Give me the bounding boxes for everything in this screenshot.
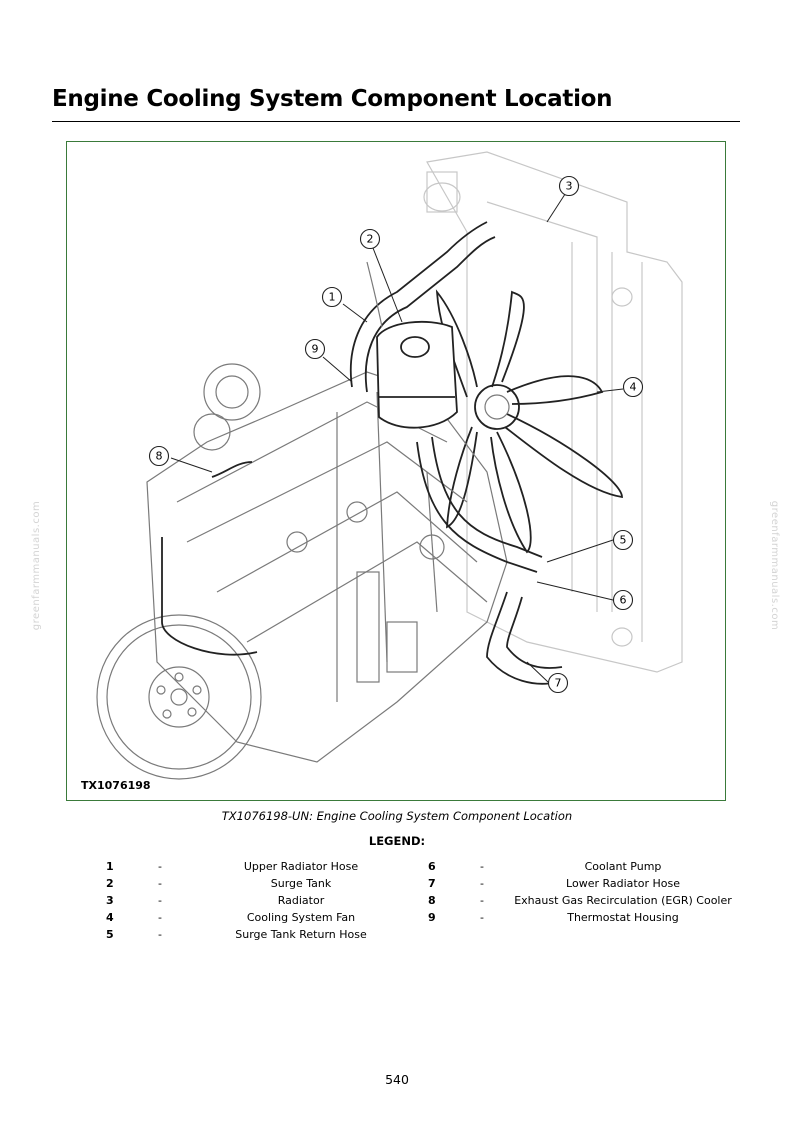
legend-number: 1 <box>106 860 114 873</box>
callout-9: 9 <box>304 338 326 360</box>
legend-dash: - <box>158 894 162 907</box>
legend-dash: - <box>480 911 484 924</box>
svg-text:1: 1 <box>329 291 336 304</box>
legend-dash: - <box>158 860 162 873</box>
engine-block-drawing <box>146 363 508 763</box>
legend-item: 5 - Surge Tank Return Hose <box>106 928 436 945</box>
legend-label: Radiator <box>277 894 325 907</box>
figure-caption: TX1076198-UN: Engine Cooling System Comp… <box>221 809 573 823</box>
legend-label: Coolant Pump <box>584 860 662 873</box>
legend-number: 7 <box>428 877 436 890</box>
legend-item: 4 - Cooling System Fan <box>106 911 436 928</box>
watermark-left: greenfarmmanuals.com <box>31 500 43 631</box>
page-number: 540 <box>385 1072 409 1087</box>
svg-text:9: 9 <box>312 343 319 356</box>
callout-4: 4 <box>622 376 644 398</box>
callout-5: 5 <box>612 529 634 551</box>
svg-text:5: 5 <box>620 534 627 547</box>
legend-title: LEGEND: <box>368 834 426 848</box>
callout-7: 7 <box>547 672 569 694</box>
legend-dash: - <box>480 894 484 907</box>
legend-label: Lower Radiator Hose <box>566 877 680 890</box>
legend-number: 9 <box>428 911 436 924</box>
title-divider <box>52 121 740 122</box>
watermark-right: greenfarmmanuals.com <box>769 500 781 631</box>
svg-text:6: 6 <box>620 594 627 607</box>
legend-item: 9 - Thermostat Housing <box>428 911 758 928</box>
legend-column-right: 6 - Coolant Pump 7 - Lower Radiator Hose… <box>428 860 758 928</box>
svg-text:8: 8 <box>156 450 163 463</box>
legend-label: Surge Tank Return Hose <box>235 928 367 941</box>
legend-number: 4 <box>106 911 114 924</box>
callout-2: 2 <box>359 228 381 250</box>
legend-item: 2 - Surge Tank <box>106 877 436 894</box>
legend-item: 1 - Upper Radiator Hose <box>106 860 436 877</box>
figure-id: TX1076198 <box>81 779 151 792</box>
legend-number: 5 <box>106 928 114 941</box>
callout-leaders <box>170 187 624 683</box>
svg-text:4: 4 <box>630 381 637 394</box>
flywheel-drawing <box>96 614 262 780</box>
callout-3: 3 <box>558 175 580 197</box>
legend-number: 3 <box>106 894 114 907</box>
callout-8: 8 <box>148 445 170 467</box>
legend-label: Thermostat Housing <box>567 911 679 924</box>
engine-figure: 3 2 1 9 4 8 5 6 7 TX1076198 <box>66 141 726 801</box>
legend-number: 8 <box>428 894 436 907</box>
legend-number: 2 <box>106 877 114 890</box>
legend-dash: - <box>158 911 162 924</box>
legend-label: Surge Tank <box>270 877 332 890</box>
legend-dash: - <box>480 860 484 873</box>
legend-dash: - <box>158 928 162 941</box>
callout-6: 6 <box>612 589 634 611</box>
svg-text:2: 2 <box>367 233 374 246</box>
legend-label: Exhaust Gas Recirculation (EGR) Cooler <box>514 894 732 907</box>
svg-text:3: 3 <box>566 180 573 193</box>
legend-column-left: 1 - Upper Radiator Hose 2 - Surge Tank 3… <box>106 860 436 945</box>
callout-1: 1 <box>321 286 343 308</box>
legend-item: 3 - Radiator <box>106 894 436 911</box>
legend-item: 7 - Lower Radiator Hose <box>428 877 758 894</box>
engine-illustration: 3 2 1 9 4 8 5 6 7 <box>96 151 683 780</box>
legend-item: 6 - Coolant Pump <box>428 860 758 877</box>
fan-drawing <box>435 289 623 554</box>
legend-dash: - <box>480 877 484 890</box>
legend-label: Cooling System Fan <box>246 911 356 924</box>
svg-text:7: 7 <box>555 677 562 690</box>
hoses-drawing <box>161 221 563 685</box>
legend-label: Upper Radiator Hose <box>243 860 359 873</box>
page-title: Engine Cooling System Component Location <box>52 86 613 112</box>
legend-number: 6 <box>428 860 436 873</box>
legend-item: 8 - Exhaust Gas Recirculation (EGR) Cool… <box>428 894 758 911</box>
legend-dash: - <box>158 877 162 890</box>
radiator-drawing <box>423 151 683 673</box>
